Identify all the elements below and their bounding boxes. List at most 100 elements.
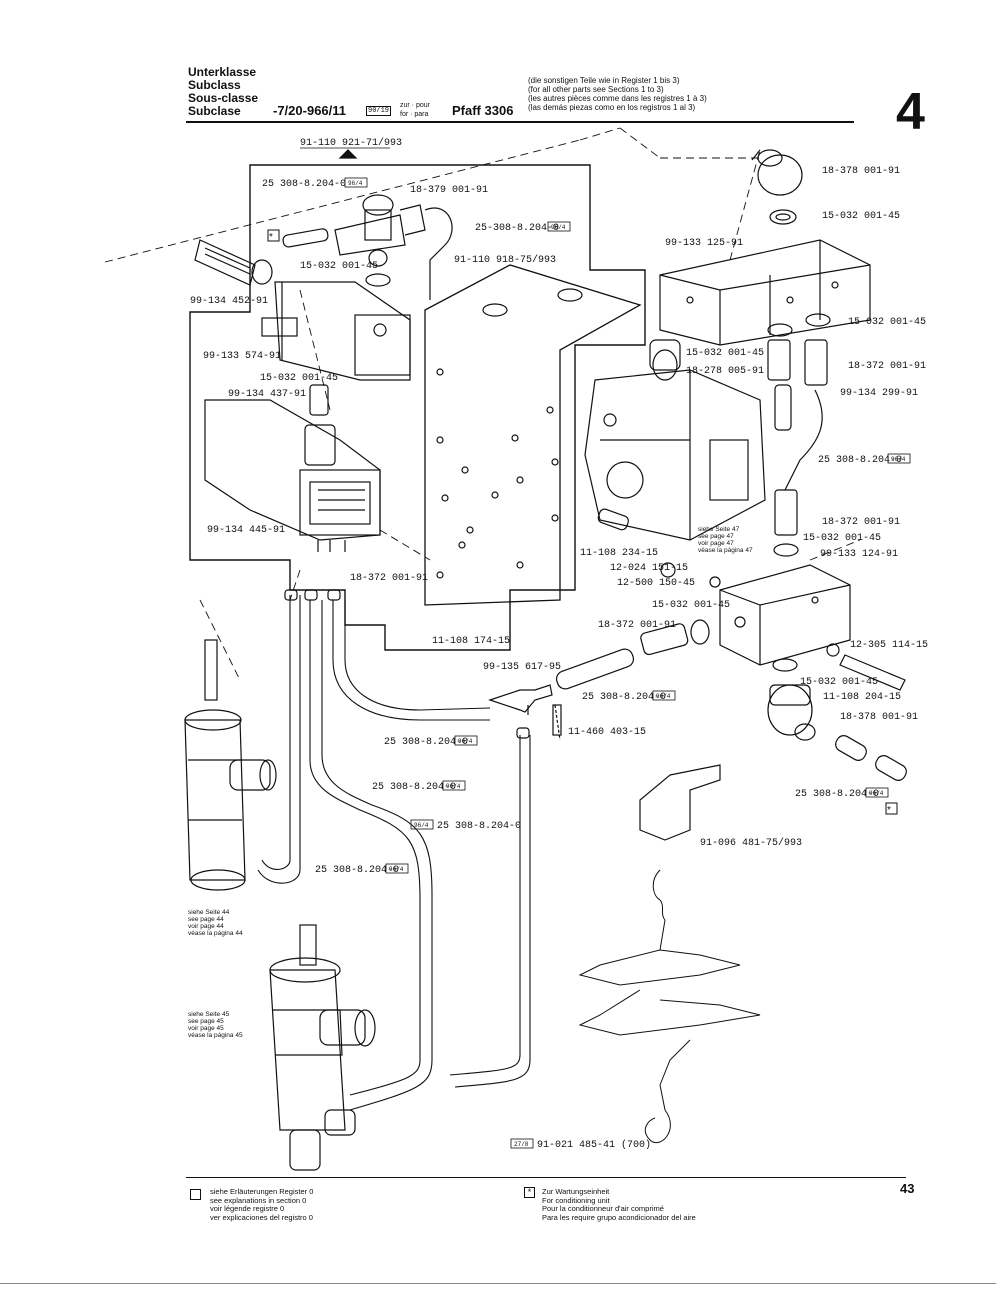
part-15-032-c: 15-032 001-45 [822, 211, 900, 222]
svg-text:véase la página 47: véase la página 47 [698, 547, 753, 554]
part-15-032-a: 15-032 001-45 [300, 261, 378, 272]
part-91-110-918: 91-110 918-75/993 [454, 254, 556, 266]
badge-25-308-h: 96/4 [389, 866, 404, 873]
part-91-096-481: 91-096 481-75/993 [700, 837, 802, 849]
part-11-108-234: 11-108 234-15 [580, 548, 658, 559]
conditioning-unit-icon: * [524, 1187, 535, 1198]
part-15-032-e: 15-032 001-45 [686, 348, 764, 359]
pneumatic-switch [584, 339, 766, 541]
header-note-de: (die sonstigen Teile wie in Register 1 b… [528, 76, 680, 85]
explanation-box-icon [190, 1189, 201, 1200]
part-99-134-437: 99-134 437-91 [228, 389, 306, 400]
part-99-133-574: 99-133 574-91 [203, 351, 281, 362]
zur-pour-label: zur · pour [400, 102, 430, 109]
badge-25-308-d: 96/4 [656, 693, 671, 700]
mounting-plate [424, 264, 642, 606]
svg-text:véase la página 44: véase la página 44 [188, 930, 243, 937]
svg-text:*: * [887, 805, 891, 816]
part-11-108-204: 11-108 204-15 [823, 692, 901, 703]
header-note-en: (for all other parts see Sections 1 to 3… [528, 85, 664, 94]
part-99-133-125: 99-133 125-91 [665, 238, 743, 249]
badge-25-308-i: 96/4 [869, 790, 884, 797]
bracket [639, 764, 721, 841]
footer-conditioning: Zur Wartungseinheit For conditioning uni… [542, 1187, 696, 1222]
header-note-es: (las demás piezas como en los registros … [528, 103, 696, 112]
part-99-134-452: 99-134 452-91 [190, 296, 268, 307]
star-markers [267, 229, 898, 815]
part-15-032-f: 15-032 001-45 [803, 533, 881, 544]
chain [578, 869, 761, 1144]
part-91-021-485: 91-021 485-41 (700) [537, 1139, 651, 1151]
part-25-308-h: 25 308-8.204-0 [315, 865, 399, 876]
hose-right-mid [784, 389, 823, 491]
valve-block-upper [659, 239, 871, 346]
part-99-133-124: 99-133 124-91 [820, 549, 898, 560]
part-12-024-151: 12-024 151-15 [610, 563, 688, 574]
part-12-500-150: 12-500 150-45 [617, 578, 695, 589]
bottom-edge-line [0, 1283, 996, 1284]
badge-25-308-g: 96/4 [414, 822, 429, 829]
svg-text:siehe Seite 45: siehe Seite 45 [188, 1011, 230, 1018]
page-number: 43 [900, 1181, 915, 1196]
assembly-outline [189, 164, 646, 651]
part-25-308-g: 25 308-8.204-0 [437, 821, 521, 832]
part-18-378-a: 18-378 001-91 [822, 166, 900, 177]
svg-text:see page 47: see page 47 [698, 533, 734, 540]
part-12-305-114: 12-305 114-15 [850, 640, 928, 651]
fitting-18-379 [334, 194, 426, 267]
class-badge: 90/19 [366, 106, 392, 116]
fitting-18-378-bottom [767, 684, 816, 741]
svg-text:see page 44: see page 44 [188, 916, 224, 923]
svg-text:véase la página 45: véase la página 45 [188, 1032, 243, 1039]
cylinder-upper [184, 639, 277, 891]
part-18-372-a: 18-372 001-91 [350, 573, 428, 584]
subclass-label-de: Unterklasse [188, 65, 257, 79]
svg-text:siehe Seite 44: siehe Seite 44 [188, 909, 230, 916]
badge-91-021: 27/8 [514, 1141, 529, 1148]
hose-upper [424, 207, 453, 300]
part-18-379: 18-379 001-91 [410, 185, 488, 196]
badge-25-308-c: 96/4 [891, 456, 906, 463]
index-arrow [338, 149, 358, 159]
fitting-18-378-top [751, 149, 803, 196]
badge-25-308-b: 96/4 [551, 224, 566, 231]
muffler [194, 239, 273, 286]
part-25-308-b: 25-308-8.204-0 [475, 223, 559, 234]
header-note-fr: (les autres pièces comme dans les regist… [528, 94, 707, 103]
solenoid-valve-lower [204, 384, 381, 552]
tee-connector [488, 684, 553, 713]
part-25-308-d: 25 308-8.204-0 [582, 692, 666, 703]
part-15-032-d: 15-032 001-45 [848, 317, 926, 328]
header: Unterklasse Subclass Sous-classe Subclas… [188, 64, 988, 124]
plate-holes [436, 368, 559, 579]
footer-rule [186, 1177, 906, 1178]
header-rule [186, 121, 854, 123]
machine-name: Pfaff 3306 [452, 103, 514, 118]
part-25-308-i: 25 308-8.204-0 [795, 789, 879, 800]
part-91-110-921: 91-110 921-71/993 [300, 137, 402, 149]
part-25-308-f: 25 308-8.204-0 [372, 782, 456, 793]
part-15-032-h: 15-032 001-45 [800, 677, 878, 688]
part-15-032-b: 15-032 001-45 [260, 373, 338, 384]
part-11-460-403: 11-460 403-15 [568, 727, 646, 738]
part-18-278: 18-278 005-91 [686, 366, 764, 377]
part-25-308-c: 25 308-8.204-0 [818, 455, 902, 466]
badge-25-308-e: 96/4 [458, 738, 473, 745]
part-18-372-c: 18-372 001-91 [822, 517, 900, 528]
part-99-134-445: 99-134 445-91 [207, 525, 285, 536]
dashed-leaders [104, 127, 861, 681]
svg-text:siehe Seite 47: siehe Seite 47 [698, 526, 740, 533]
footer-explanations: siehe Erläuterungen Register 0 see expla… [210, 1187, 314, 1222]
solenoid-valve-upper [261, 281, 411, 381]
part-18-378-b: 18-378 001-91 [840, 712, 918, 723]
part-99-135-617: 99-135 617-95 [483, 662, 561, 673]
part-25-308-a: 25 308-8.204-0 [262, 179, 346, 190]
for-para-label: for · para [400, 111, 429, 118]
valve-block-lower [719, 564, 851, 666]
svg-text:see page 45: see page 45 [188, 1018, 224, 1025]
part-18-372-b: 18-372 001-91 [848, 361, 926, 372]
svg-text:voir page 47: voir page 47 [698, 540, 734, 547]
section-number: 4 [896, 83, 925, 141]
class-number: -7/20-966/11 [273, 103, 347, 118]
